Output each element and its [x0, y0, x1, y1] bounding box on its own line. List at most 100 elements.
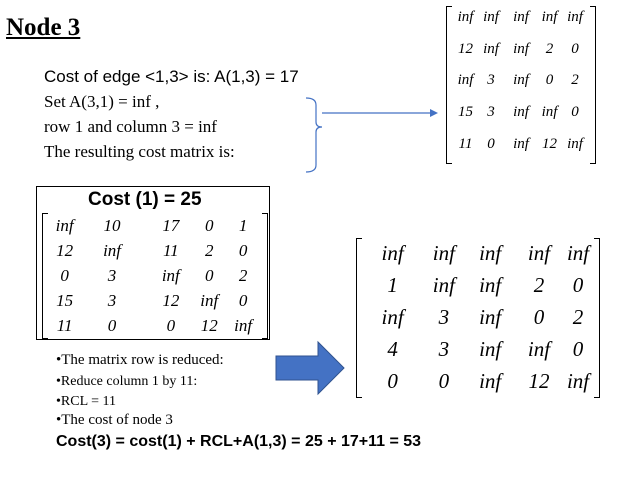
cost1-cell: inf — [103, 240, 122, 260]
cost1-cell: 2 — [238, 265, 248, 285]
cost1-cell: 12 — [200, 316, 218, 336]
reduced-matrix-bracket-left — [356, 238, 362, 398]
reduced-matrix-cell: inf — [527, 337, 551, 362]
top-matrix-cell: inf — [513, 135, 529, 152]
reduced-matrix-cell: 3 — [438, 305, 450, 330]
cost1-cell: 11 — [162, 240, 179, 260]
cost1-cell: 0 — [204, 215, 214, 235]
cost1-bracket-right — [262, 213, 268, 339]
cost1-cell: 0 — [107, 316, 117, 336]
reduced-matrix-cell: inf — [381, 241, 404, 266]
top-matrix-cell: inf — [457, 72, 474, 89]
cost1-cell: inf — [234, 316, 253, 336]
top-matrix-cell: inf — [513, 72, 529, 89]
reduced-matrix-cell: 3 — [438, 337, 450, 362]
cost1-cell: 0 — [238, 291, 248, 311]
block-arrow-icon — [275, 340, 345, 396]
cost1-box — [36, 186, 270, 340]
top-matrix-cell: 0 — [545, 72, 554, 89]
reduced-matrix-cell: 4 — [387, 337, 398, 362]
reduced-matrix-cell: 0 — [572, 337, 584, 362]
cost1-cell: 17 — [162, 215, 180, 235]
cost1-bracket-left — [42, 213, 48, 339]
reduced-matrix-cell: inf — [566, 241, 590, 266]
edge-cost-line: Cost of edge <1,3> is: A(1,3) = 17 — [44, 67, 299, 86]
cost1-cell: 0 — [238, 240, 248, 260]
top-matrix-cell: inf — [567, 9, 583, 26]
reduced-matrix-cell: 12 — [528, 369, 550, 394]
reduced-matrix-bracket-right — [594, 238, 600, 398]
cost1-cell: 12 — [162, 291, 180, 311]
row-col-line: row 1 and column 3 = inf — [44, 117, 217, 136]
top-matrix-cell: 2 — [545, 40, 554, 57]
reduced-matrix-cell: inf — [479, 337, 502, 362]
page-title: Node 3 — [6, 14, 81, 41]
bullet-row-reduced: •The matrix row is reduced: — [56, 352, 224, 368]
reduced-matrix-cell: inf — [479, 241, 502, 266]
cost1-cell: 0 — [60, 265, 69, 285]
reduced-matrix-cell: 0 — [438, 369, 450, 394]
reduced-matrix-cell: inf — [527, 241, 551, 266]
connector-arrow-head — [430, 109, 438, 117]
cost1-cell: 2 — [204, 240, 214, 260]
top-matrix-cell: 3 — [487, 72, 495, 89]
top-matrix-cell: inf — [513, 103, 529, 120]
top-matrix-cell: 15 — [458, 103, 473, 120]
reduced-matrix-cell: inf — [479, 305, 502, 330]
top-matrix-cell: 2 — [571, 72, 579, 89]
top-matrix-cell: inf — [483, 40, 499, 57]
top-matrix-cell: 12 — [542, 135, 557, 152]
reduced-matrix-cell: inf — [479, 369, 502, 394]
top-matrix-cell: 12 — [458, 40, 473, 57]
cost1-label: Cost (1) = 25 — [88, 189, 202, 210]
reduced-matrix-cell: 0 — [387, 369, 398, 394]
cost1-cell: 12 — [56, 240, 74, 260]
top-matrix-cell: 0 — [571, 103, 579, 120]
reduced-matrix-cell: inf — [381, 305, 404, 330]
cost1-cell: inf — [200, 291, 219, 311]
top-matrix-cell: inf — [541, 9, 558, 26]
cost1-cell: 0 — [166, 316, 176, 336]
top-matrix-bracket-left — [446, 6, 452, 164]
reduced-matrix-cell: inf — [479, 273, 502, 298]
cost1-cell: 11 — [56, 316, 73, 336]
top-matrix-cell: inf — [513, 9, 529, 26]
top-matrix-cell: 0 — [487, 135, 495, 152]
top-matrix-cell: 3 — [487, 103, 495, 120]
bullet-rcl: •RCL = 11 — [56, 394, 116, 409]
cost1-cell: 3 — [107, 265, 117, 285]
top-matrix-bracket-right — [590, 6, 596, 164]
top-matrix-cell: inf — [541, 103, 558, 120]
cost1-cell: inf — [161, 265, 180, 285]
top-matrix-cell: inf — [457, 9, 474, 26]
cost1-cell: 15 — [56, 291, 74, 311]
top-matrix-cell: 11 — [458, 135, 473, 152]
cost1-cell: 1 — [238, 215, 248, 235]
top-matrix-cell: inf — [513, 40, 529, 57]
top-matrix-cell: inf — [567, 135, 583, 152]
set-inf-line: Set A(3,1) = inf , — [44, 92, 160, 111]
resulting-matrix-line: The resulting cost matrix is: — [44, 142, 235, 161]
reduced-matrix-cell: 2 — [533, 273, 545, 298]
cost1-cell: 10 — [103, 215, 121, 235]
reduced-matrix-cell: 0 — [533, 305, 545, 330]
reduced-matrix-cell: inf — [566, 369, 590, 394]
top-matrix-cell: inf — [483, 9, 499, 26]
reduced-matrix-cell: 1 — [387, 273, 398, 298]
reduced-matrix-cell: inf — [432, 241, 455, 266]
reduced-matrix-cell: inf — [432, 273, 455, 298]
cost1-cell: 0 — [204, 265, 214, 285]
cost1-cell: inf — [55, 215, 74, 235]
top-matrix-cell: 0 — [571, 40, 579, 57]
brace-connector — [305, 97, 323, 173]
cost1-cell: 3 — [107, 291, 117, 311]
bullet-node-cost: •The cost of node 3 — [56, 412, 173, 428]
result-line: Cost(3) = cost(1) + RCL+A(1,3) = 25 + 17… — [56, 433, 422, 450]
reduced-matrix-cell: 2 — [572, 305, 584, 330]
reduced-matrix-cell: 0 — [572, 273, 584, 298]
bullet-reduce-column: •Reduce column 1 by 11: — [56, 374, 198, 389]
